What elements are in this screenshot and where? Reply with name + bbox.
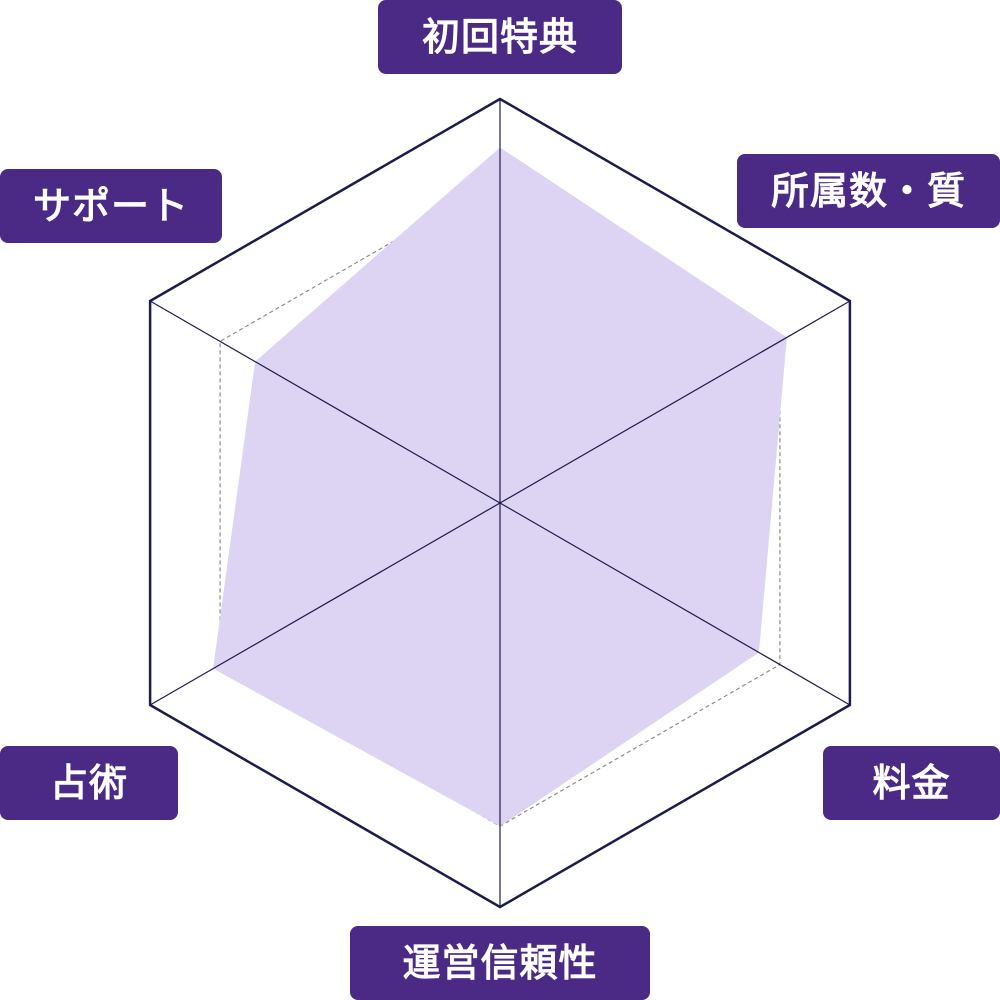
axis-spoke-5 (149, 300, 501, 504)
axis-label-reliability: 運営信頼性 (350, 926, 650, 1000)
axis-label-divination: 占術 (0, 746, 178, 820)
axis-spokes (149, 99, 851, 907)
axis-spoke-2 (499, 502, 851, 706)
axis-label-members: 所属数・質 (737, 154, 1000, 228)
axis-label-first-bonus: 初回特典 (378, 0, 622, 74)
axis-label-support: サポート (0, 169, 222, 243)
axis-spoke-4 (149, 502, 501, 706)
data-points (213, 147, 788, 827)
axis-label-price: 料金 (823, 746, 1000, 820)
axis-spoke-1 (499, 300, 851, 504)
